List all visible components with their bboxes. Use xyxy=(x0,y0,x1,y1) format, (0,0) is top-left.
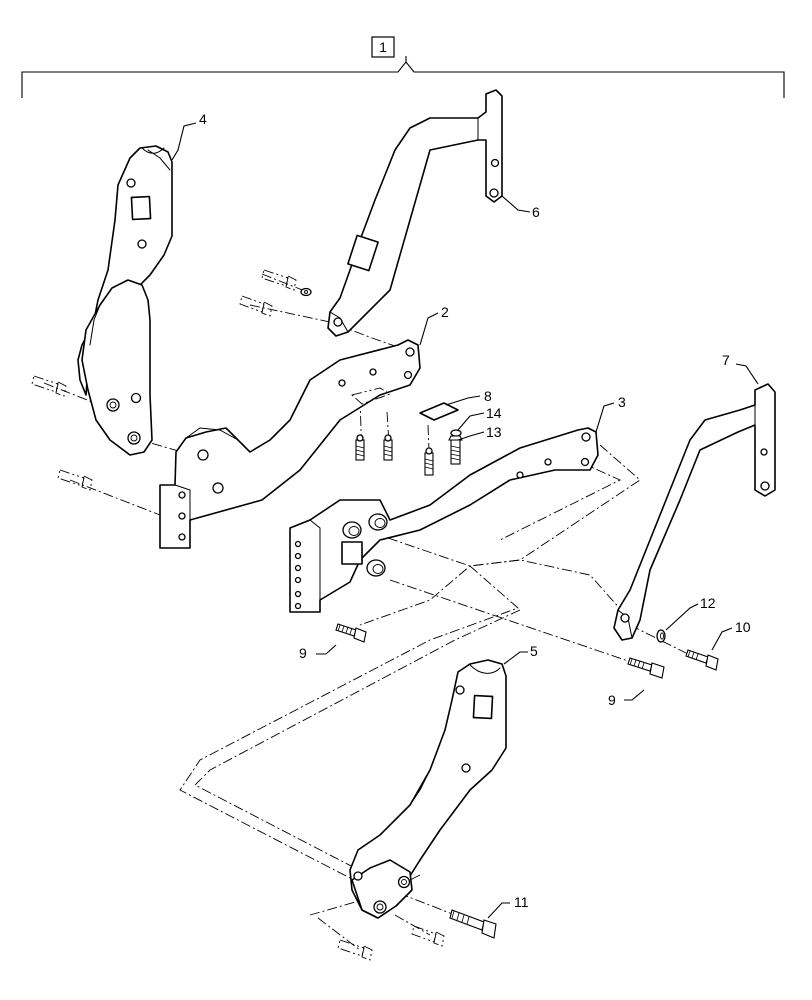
dashed-bolt-lower-1 xyxy=(337,939,373,961)
part-9-bolt-left xyxy=(335,623,367,643)
callout-12: 12 xyxy=(700,595,716,611)
part-14-washer xyxy=(450,429,462,437)
part-4-upper-left-arm xyxy=(77,145,173,456)
callout-8: 8 xyxy=(484,388,492,404)
part-9-bolt-right xyxy=(627,657,665,679)
callout-2: 2 xyxy=(441,304,449,320)
callout-6: 6 xyxy=(532,204,540,220)
part-13-screw xyxy=(448,435,463,465)
dashed-bolt-upper-2 xyxy=(239,295,273,317)
callout-14: 14 xyxy=(486,405,502,421)
screw-a xyxy=(355,434,365,461)
dashed-bolt-upper-1 xyxy=(261,269,297,291)
part-5-lower-arm xyxy=(349,659,507,919)
part-12-washer xyxy=(656,629,666,643)
callout-7: 7 xyxy=(722,352,730,368)
callout-13: 13 xyxy=(486,424,502,440)
callout-10: 10 xyxy=(735,619,751,635)
dashed-bolt-left-2 xyxy=(57,469,93,491)
assembly-label: 1 xyxy=(379,39,387,55)
callout-leaders xyxy=(171,122,759,919)
callout-numbers: 4 6 2 3 7 8 14 13 9 9 10 12 5 11 xyxy=(199,111,751,910)
part-6-upper-center-arm xyxy=(327,89,503,337)
washer-pair xyxy=(300,287,312,297)
callout-11: 11 xyxy=(514,894,529,910)
dashed-bolt-left xyxy=(31,375,67,397)
callout-9-left: 9 xyxy=(299,645,307,661)
part-2-middle-bar xyxy=(159,339,421,549)
callout-5: 5 xyxy=(530,643,538,659)
callout-3: 3 xyxy=(618,394,626,410)
small-fasteners xyxy=(300,287,463,476)
assembly-label-box xyxy=(371,36,395,58)
dashed-bolt-lower-2 xyxy=(411,925,445,947)
part-7-right-arm xyxy=(613,383,776,641)
part-10-bolt xyxy=(685,649,719,671)
callout-4: 4 xyxy=(199,111,207,127)
assembly-bracket: 1 xyxy=(21,36,785,98)
part-8-clip-plate xyxy=(351,387,459,421)
part-11-bolt xyxy=(449,909,497,939)
bolts xyxy=(31,269,719,961)
part-3-center-bar-with-plate xyxy=(289,427,599,613)
callout-9-right: 9 xyxy=(608,692,616,708)
screw-c xyxy=(424,447,434,476)
screw-b xyxy=(383,434,393,461)
